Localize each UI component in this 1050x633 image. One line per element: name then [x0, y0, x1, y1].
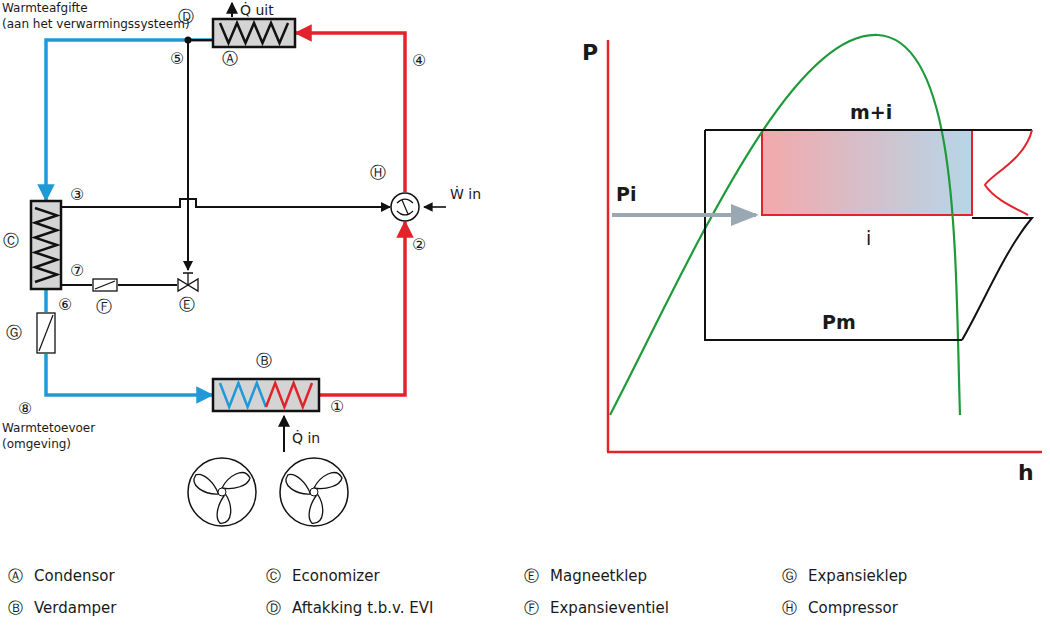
callout-number: ⑦ [70, 262, 84, 280]
legend-letter: Ⓐ [8, 568, 23, 585]
legend-text: Compressor [808, 600, 898, 617]
component: Ⓑ [212, 378, 320, 412]
fan-symbol [188, 458, 256, 526]
work-label: Ẇ in [450, 186, 481, 202]
axis-label: h [1018, 460, 1034, 485]
heat-out-arrow [231, 3, 233, 17]
legend-letter: Ⓖ [782, 568, 797, 585]
heat-flow-label: Q̇ uit [240, 2, 274, 18]
legend-letter: Ⓓ [266, 600, 281, 617]
junction-dot [185, 37, 192, 44]
component-symbol [92, 278, 118, 292]
fans [188, 458, 348, 526]
heat-label: Warmteafgifte [2, 2, 88, 16]
pressure-label: Pi [616, 184, 636, 206]
component-letter: Ⓗ [370, 164, 386, 182]
zone-label: m+i [850, 102, 892, 124]
refrigerant-pipe [118, 284, 177, 286]
component: Ⓕ [92, 278, 118, 292]
component-letter: Ⓑ [256, 352, 272, 370]
component-letter: Ⓔ [179, 296, 195, 314]
pressure-axis [607, 40, 610, 452]
callout-number: ⑧ [18, 400, 32, 418]
legend-text: Expansieklep [808, 568, 907, 585]
callout-number: ③ [70, 186, 84, 204]
legend-letter: Ⓕ [524, 600, 539, 617]
pressure-label: Pm [822, 312, 856, 334]
component-symbol [212, 18, 296, 48]
component-symbol [30, 200, 62, 290]
heat-label: (omgeving) [2, 438, 71, 452]
legend-text: Magneetklep [550, 568, 647, 585]
legend-text: Condensor [34, 568, 115, 585]
component-symbol [36, 312, 56, 354]
junction-letter: Ⓓ [178, 8, 194, 26]
legend-text: Economizer [292, 568, 380, 585]
refrigerant-pipe [296, 33, 405, 192]
refrigerant-pipe [188, 40, 212, 270]
component: Ⓒ [30, 200, 62, 290]
callout-number: ① [330, 398, 344, 416]
legend-letter: Ⓑ [8, 600, 23, 617]
component-letter: Ⓕ [96, 298, 112, 316]
legend-text: Aftakking t.b.v. EVI [292, 600, 434, 617]
component: Ⓖ [36, 312, 56, 354]
component: Ⓗ [390, 192, 420, 222]
refrigerant-pipe [46, 354, 212, 395]
zone-label: i [866, 228, 871, 250]
injection-zone [762, 130, 972, 215]
component-symbol [390, 192, 420, 222]
component-letter: Ⓒ [3, 232, 19, 250]
component: Ⓐ [212, 18, 296, 48]
callout-number: ② [412, 236, 426, 254]
component-symbol [212, 378, 320, 412]
heat-in-arrow [283, 416, 285, 452]
refrigerant-pipe [62, 199, 390, 207]
legend-text: Expansieventiel [550, 600, 669, 617]
refrigerant-pipe [62, 284, 92, 286]
heat-flow-label: Q̇ in [292, 430, 320, 446]
component: Ⓔ [177, 270, 199, 292]
injection-arrow [612, 213, 756, 217]
work-in-arrow [424, 206, 446, 208]
legend-letter: Ⓔ [524, 568, 539, 585]
legend-letter: Ⓒ [266, 568, 281, 585]
heat-label: Warmtetoevoer [2, 422, 95, 436]
saturation-dome [610, 35, 960, 415]
enthalpy-axis [607, 451, 1042, 454]
heat-label: (aan het verwarmingssysteem) [2, 18, 190, 32]
callout-number: ⑥ [58, 296, 72, 314]
legend-letter: Ⓗ [782, 600, 797, 617]
cycle-line [962, 218, 1032, 340]
callout-number: ④ [412, 52, 426, 70]
component-letter: Ⓖ [6, 324, 22, 342]
axis-label: P [582, 40, 598, 65]
fan-symbol [280, 458, 348, 526]
cycle-line [705, 130, 962, 340]
cycle-line [705, 129, 1032, 131]
callout-number: ⑤ [170, 50, 184, 68]
component-letter: Ⓐ [222, 50, 238, 68]
refrigerant-pipe [44, 290, 48, 312]
legend-text: Verdamper [34, 600, 116, 617]
compression-curve [985, 130, 1032, 215]
component-symbol [177, 270, 199, 292]
refrigerant-pipe [320, 222, 405, 395]
